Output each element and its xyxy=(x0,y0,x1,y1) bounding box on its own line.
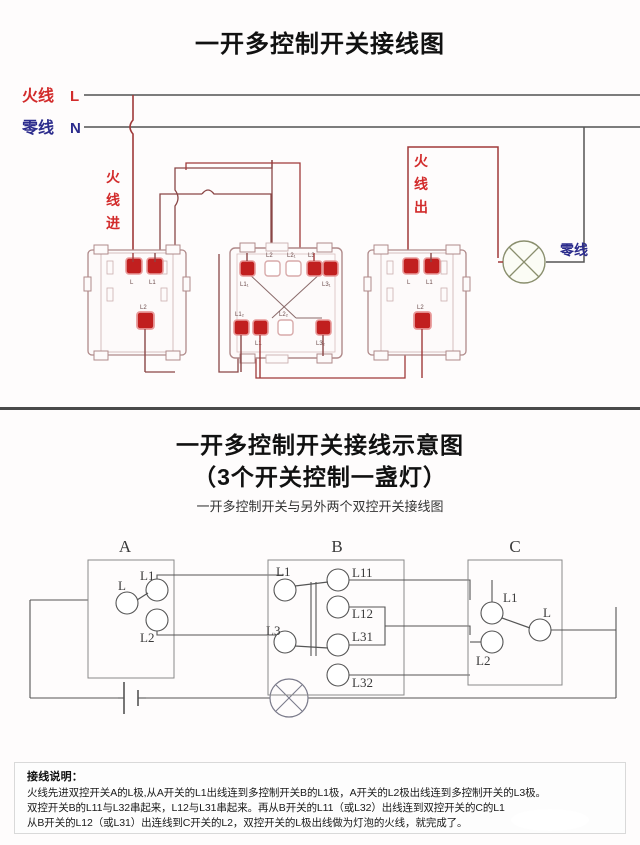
live-line-label: 火线 xyxy=(22,86,54,105)
terminal-L1-1[interactable]: L1₁ xyxy=(239,260,256,288)
live-line-code: L xyxy=(70,88,79,105)
svg-text:L1₁: L1₁ xyxy=(240,282,249,288)
schematic-switch-c[interactable]: C L1 L2 L xyxy=(467,537,616,686)
switch-c-label: C xyxy=(509,537,520,556)
svg-text:L3: L3 xyxy=(266,623,280,638)
switch-right-two-way[interactable]: L L1 L2 xyxy=(363,244,471,361)
svg-text:L1₂: L1₂ xyxy=(235,312,245,318)
switch-b-terminal-L32[interactable] xyxy=(326,663,350,687)
svg-text:L1: L1 xyxy=(503,590,517,605)
svg-text:L2: L2 xyxy=(140,305,147,311)
wire-a-l2-to-b-l3 xyxy=(156,631,284,636)
switch-b-terminal-L12[interactable] xyxy=(326,595,350,619)
wire-red-top-loop xyxy=(185,162,301,253)
svg-text:L1: L1 xyxy=(276,564,290,579)
svg-text:L3₁: L3₁ xyxy=(322,282,331,288)
switch-left-two-way[interactable]: L L1 L2 xyxy=(83,244,191,361)
svg-text:L3: L3 xyxy=(308,253,315,259)
switch-b-terminal-L1[interactable] xyxy=(273,578,297,602)
svg-text:L2₁: L2₁ xyxy=(287,253,296,259)
lamp-symbol-top xyxy=(502,240,546,284)
svg-text:L: L xyxy=(118,578,126,593)
live-in-label: 火 线 进 xyxy=(106,169,121,231)
wire-left-l1-up xyxy=(159,193,202,253)
switch-a-terminal-L2[interactable] xyxy=(145,608,169,632)
svg-text:火: 火 xyxy=(106,169,121,185)
terminal-L1[interactable]: L1 xyxy=(423,257,441,286)
terminal-L[interactable]: L xyxy=(125,257,143,286)
svg-text:L2₂: L2₂ xyxy=(279,312,289,318)
svg-text:线: 线 xyxy=(414,176,428,192)
schematic-title-line2: （3个开关控制一盏灯） xyxy=(193,464,447,490)
wire-left-l1-to-middle xyxy=(201,189,272,253)
svg-text:L2: L2 xyxy=(476,653,490,668)
svg-text:L31: L31 xyxy=(352,629,373,644)
svg-text:L12: L12 xyxy=(352,606,373,621)
wire-middle-bottom-loop xyxy=(218,254,232,373)
svg-text:L1: L1 xyxy=(149,280,156,286)
svg-text:线: 线 xyxy=(106,192,120,208)
wire-b-l11-to-c-l1 xyxy=(349,579,471,600)
terminal-L3-1[interactable]: L3₁ xyxy=(322,260,339,288)
switch-c-terminal-L[interactable] xyxy=(528,618,552,642)
terminal-L[interactable]: L xyxy=(402,257,420,286)
battery-symbol xyxy=(118,682,146,714)
svg-text:L: L xyxy=(543,605,551,620)
wire-middle-bottom-left xyxy=(232,355,239,373)
schematic-switch-a[interactable]: A L L1 L2 xyxy=(87,537,175,679)
lamp-symbol-bottom xyxy=(269,678,309,718)
svg-text:L2: L2 xyxy=(266,253,273,259)
page-title-top: 一开多控制开关接线图 xyxy=(195,31,445,58)
top-diagram-svg: 火线 L 零线 N 火 线 进 火 线 出 xyxy=(21,86,640,379)
lamp-neutral-wire xyxy=(546,127,585,263)
terminal-L1[interactable]: L1 xyxy=(146,257,164,286)
svg-text:L1: L1 xyxy=(140,568,154,583)
svg-text:出: 出 xyxy=(414,199,428,215)
live-in-wire xyxy=(129,95,134,253)
live-out-wire xyxy=(407,146,499,258)
note-line-3: 从B开关的L12（或L31）出连线到C开关的L2，双控开关的L极出线做为灯泡的火… xyxy=(27,817,468,829)
neutral-line-code: N xyxy=(70,120,81,137)
wiring-note-box: 接线说明： 火线先进双控开关A的L极,从A开关的L1出线连到多控制开关B的L1极… xyxy=(14,762,626,834)
svg-text:L3₂: L3₂ xyxy=(316,341,326,347)
schematic-subtitle: 一开多控制开关与另外两个双控开关接线图 xyxy=(196,499,444,514)
terminal-L2[interactable]: L2 xyxy=(264,253,281,277)
switch-a-label: A xyxy=(119,537,132,556)
svg-text:L11: L11 xyxy=(352,565,372,580)
svg-text:火: 火 xyxy=(414,153,429,169)
terminal-L2-2[interactable]: L2₂ xyxy=(277,312,294,336)
switch-b-terminal-L11[interactable] xyxy=(326,568,350,592)
neutral-line-label: 零线 xyxy=(21,118,54,137)
neutral-out-label: 零线 xyxy=(559,242,588,258)
switch-b-label: B xyxy=(331,537,342,556)
switch-b-terminal-L3[interactable] xyxy=(273,630,297,654)
live-out-label: 火 线 出 xyxy=(414,153,429,215)
wire-loop-outer-top xyxy=(174,160,273,175)
svg-text:L2: L2 xyxy=(417,305,424,311)
svg-text:L: L xyxy=(130,280,134,286)
note-line-1: 火线先进双控开关A的L极,从A开关的L1出线连到多控制开关B的L1极，A开关的L… xyxy=(27,787,546,799)
svg-text:进: 进 xyxy=(106,215,120,231)
note-title: 接线说明： xyxy=(27,771,83,783)
svg-text:L1: L1 xyxy=(255,341,262,347)
switch-b-terminal-L31[interactable] xyxy=(326,633,350,657)
svg-text:L: L xyxy=(407,280,411,286)
schematic-switch-b[interactable]: B L1 L3 L11 L12 L31 L32 xyxy=(266,537,405,696)
svg-text:L1: L1 xyxy=(426,280,433,286)
switch-a-terminal-L[interactable] xyxy=(115,591,139,615)
note-line-2: 双控开关B的L11与L32串起来，L12与L31串起来。再从B开关的L11（或L… xyxy=(27,802,505,814)
switch-c-terminal-L1[interactable] xyxy=(480,601,504,625)
wire-b-l31-to-c-l2 xyxy=(385,625,471,635)
section-top-wiring-diagram: 一开多控制开关接线图 火线 L 零线 N 火 线 进 火 线 xyxy=(0,0,640,410)
terminal-L2-1[interactable]: L2₁ xyxy=(285,253,302,277)
wire-loop-outer-left xyxy=(174,175,179,300)
wire-a-l1-to-b-l1 xyxy=(156,574,284,579)
schematic-title-line1: 一开多控制开关接线示意图 xyxy=(176,432,464,458)
switch-middle-multi-control[interactable]: L1₁ L2 L2₁ L3 L3₁ xyxy=(229,242,343,364)
svg-text:L32: L32 xyxy=(352,675,373,690)
switch-c-terminal-L2[interactable] xyxy=(480,630,504,654)
svg-text:L2: L2 xyxy=(140,630,154,645)
bottom-schematic-svg: A L L1 L2 B L1 xyxy=(29,537,617,718)
